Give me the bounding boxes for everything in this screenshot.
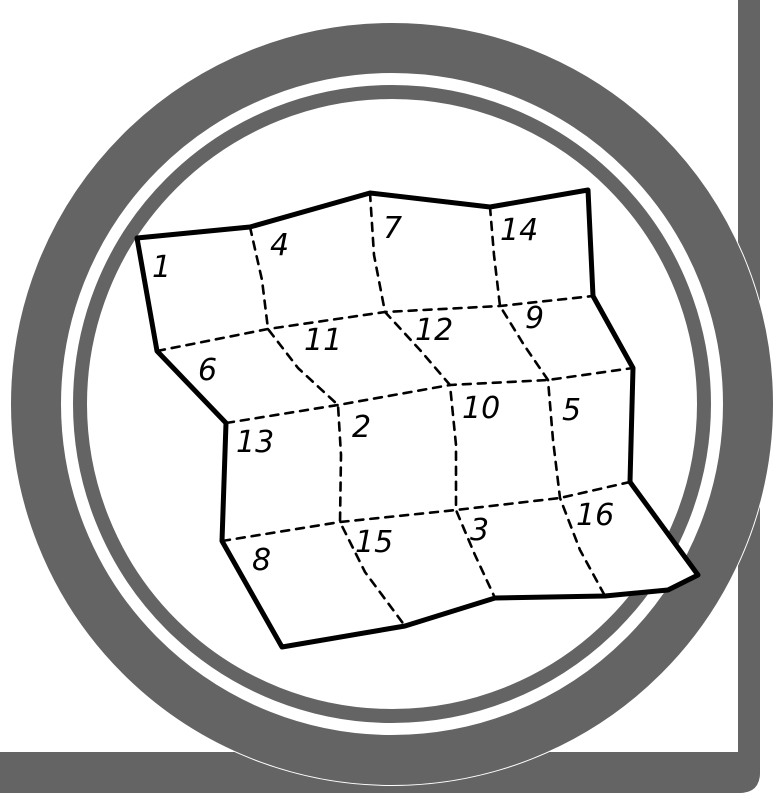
cell-label-r2c4: 9 xyxy=(525,301,544,336)
cell-label-r2c2: 11 xyxy=(304,323,342,358)
cell-label-r2c1: 6 xyxy=(198,353,217,388)
cell-label-r4c3: 3 xyxy=(470,513,489,548)
cell-label-r4c4: 16 xyxy=(576,498,614,533)
cell-label-r3c2: 2 xyxy=(352,410,371,445)
cell-label-r3c3: 10 xyxy=(462,391,500,426)
cell-label-r1c2: 4 xyxy=(270,228,289,263)
cell-label-r4c1: 8 xyxy=(252,543,271,578)
cell-label-r1c3: 7 xyxy=(383,211,402,246)
cell-label-r3c4: 5 xyxy=(562,393,581,428)
cell-label-r3c1: 13 xyxy=(236,425,274,460)
cell-label-r1c1: 1 xyxy=(152,250,171,285)
cell-label-r2c3: 12 xyxy=(415,313,453,348)
cell-label-r1c4: 14 xyxy=(500,213,538,248)
cell-label-r4c2: 15 xyxy=(355,525,393,560)
